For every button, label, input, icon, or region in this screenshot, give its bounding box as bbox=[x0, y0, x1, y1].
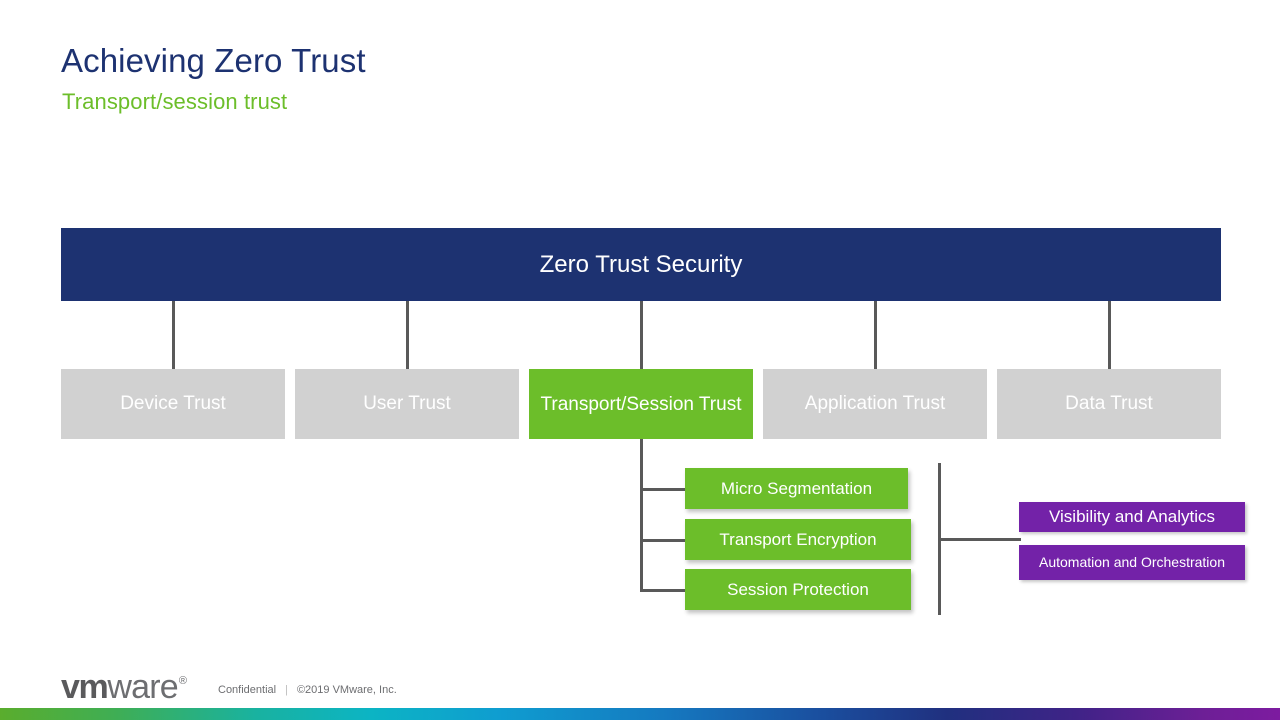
footer-metadata: Confidential | ©2019 VMware, Inc. bbox=[218, 684, 397, 696]
connector-branch-micro-segmentation bbox=[640, 488, 687, 491]
node-micro-segmentation[interactable]: Micro Segmentation bbox=[685, 468, 908, 509]
node-device-trust[interactable]: Device Trust bbox=[61, 369, 285, 439]
node-zero-trust-security-label: Zero Trust Security bbox=[539, 250, 743, 278]
node-user-trust-label: User Trust bbox=[363, 393, 451, 414]
registered-trademark-icon: ® bbox=[178, 675, 187, 687]
node-application-trust[interactable]: Application Trust bbox=[763, 369, 987, 439]
node-transport-encryption[interactable]: Transport Encryption bbox=[685, 519, 911, 560]
connector-branch-session-protection bbox=[640, 589, 687, 592]
node-micro-segmentation-label: Micro Segmentation bbox=[720, 478, 873, 498]
node-visibility-and-analytics[interactable]: Visibility and Analytics bbox=[1019, 502, 1245, 532]
connector-side-rail-branch bbox=[938, 538, 1021, 541]
connector-transport-trunk bbox=[640, 439, 643, 592]
node-transport-encryption-label: Transport Encryption bbox=[719, 529, 877, 549]
brand-gradient-bar bbox=[0, 708, 1280, 720]
node-transport-session-trust[interactable]: Transport/Session Trust bbox=[529, 369, 753, 439]
node-zero-trust-security[interactable]: Zero Trust Security bbox=[61, 228, 1221, 301]
node-device-trust-label: Device Trust bbox=[120, 393, 226, 414]
node-session-protection-label: Session Protection bbox=[727, 579, 869, 599]
node-data-trust-label: Data Trust bbox=[1065, 393, 1153, 414]
page-subtitle: Transport/session trust bbox=[62, 89, 288, 114]
footer-confidential-label: Confidential bbox=[218, 684, 277, 696]
vmware-logo-vm: vm bbox=[61, 668, 109, 706]
footer-separator: | bbox=[285, 684, 288, 696]
connector-root-to-device-trust bbox=[172, 301, 175, 371]
node-data-trust[interactable]: Data Trust bbox=[997, 369, 1221, 439]
page-title: Achieving Zero Trust bbox=[61, 42, 366, 79]
node-transport-session-trust-label: Transport/Session Trust bbox=[540, 393, 742, 415]
connector-root-to-transport-trust bbox=[640, 301, 643, 371]
connector-root-to-data-trust bbox=[1108, 301, 1111, 371]
connector-root-to-application-trust bbox=[874, 301, 877, 371]
node-automation-and-orchestration[interactable]: Automation and Orchestration bbox=[1019, 545, 1245, 580]
node-user-trust[interactable]: User Trust bbox=[295, 369, 519, 439]
vmware-logo-ware: ware bbox=[107, 668, 178, 706]
node-application-trust-label: Application Trust bbox=[804, 393, 946, 414]
footer-copyright-label: ©2019 VMware, Inc. bbox=[296, 684, 397, 696]
connector-branch-transport-encryption bbox=[640, 539, 687, 542]
node-automation-and-orchestration-label: Automation and Orchestration bbox=[1039, 554, 1225, 570]
connector-root-to-user-trust bbox=[406, 301, 409, 371]
node-session-protection[interactable]: Session Protection bbox=[685, 569, 911, 610]
node-visibility-and-analytics-label: Visibility and Analytics bbox=[1049, 507, 1215, 526]
